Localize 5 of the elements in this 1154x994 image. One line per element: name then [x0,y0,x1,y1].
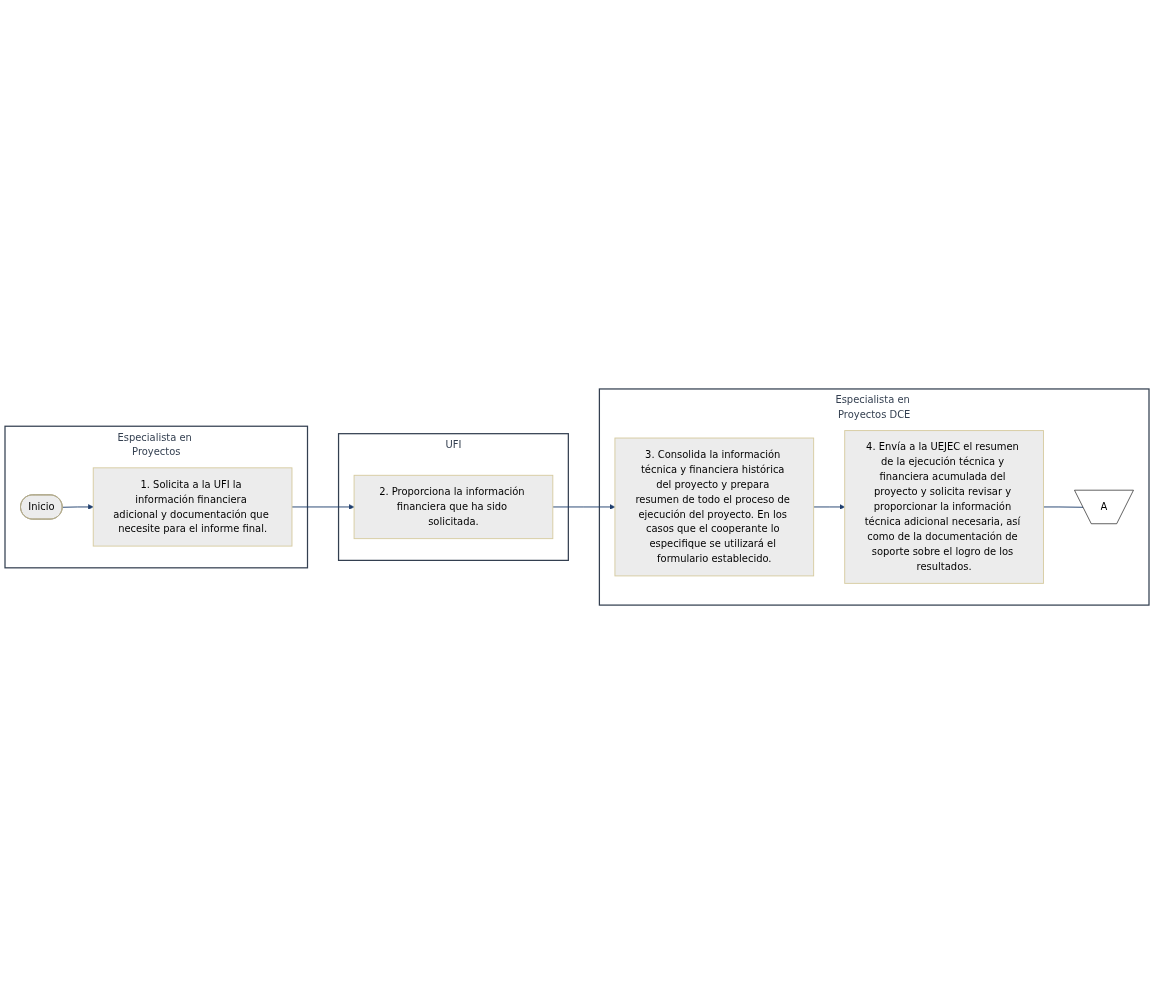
node-box: 2. Proporciona la información financiera que ha sido solicitada. [353,474,554,540]
node-box: 4. Envía a la UEJEC el resumen de la ejecución técnica y financiera acumulada del proyecto y solicita revisar y proporcionar la información técnica adicional necesaria, así como de la documentación de soporte sobre el logro de los resultados. [844,430,1044,584]
node-box: 1. Solicita a la UFI la información financiera adicional y documentación que necesite para el informe final. [92,467,293,547]
connector [1043,506,1084,508]
node-box: 3. Consolida la información técnica y financiera histórica del proyecto y prepara resumen de todo el proceso de ejecución del proyecto. En los casos que el cooperante lo especifique se utilizará el formulario establecido. [614,437,815,577]
